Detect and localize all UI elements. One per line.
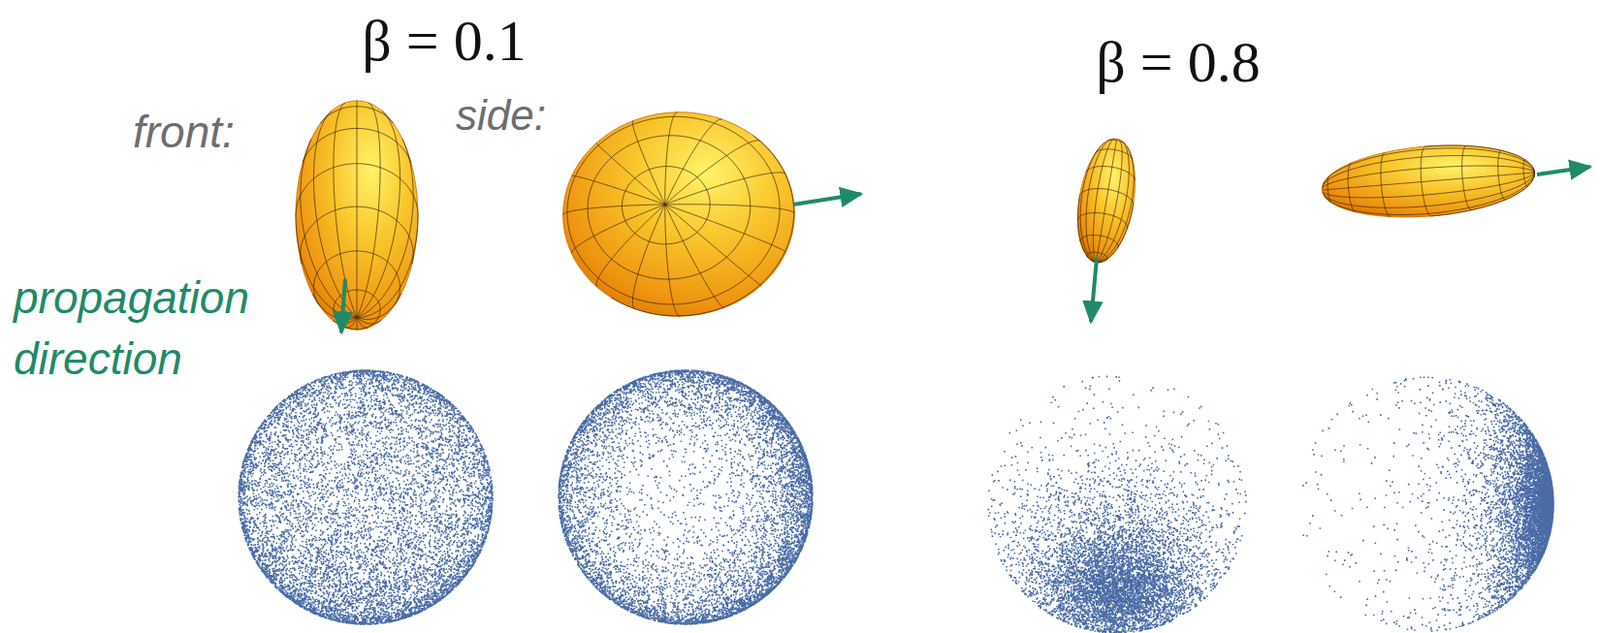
emission-lobe-front-fast xyxy=(1077,138,1135,263)
view-label: side: xyxy=(455,91,546,141)
legend-note: propagation direction xyxy=(13,267,305,391)
lobe-grid-line xyxy=(571,204,665,255)
lobe-grid-line xyxy=(1425,145,1535,173)
lobe-grid-line xyxy=(295,215,357,318)
lobe-grid-line xyxy=(1096,139,1123,262)
lobe-grid-line xyxy=(1086,139,1112,262)
lobe-grid-line xyxy=(313,288,319,306)
photon-scatter-front-slow xyxy=(237,369,494,626)
lobe-grid-line xyxy=(610,134,794,316)
photon-scatter-front-fast xyxy=(987,376,1247,633)
emission-lobe-side-slow xyxy=(563,112,796,318)
lobe-grid-line xyxy=(1080,142,1105,262)
propagation-arrow xyxy=(1536,166,1591,175)
lobe-grid-line xyxy=(312,293,357,320)
lobe-grid-line xyxy=(300,139,357,319)
lobe-grid-line xyxy=(356,215,418,318)
beta-value: β = 0.1 xyxy=(361,7,526,75)
lobe-grid-line xyxy=(1534,172,1536,178)
lobe-grid-line xyxy=(665,119,723,205)
lobe-surface xyxy=(1077,138,1135,263)
photon-scatter-side-fast xyxy=(1302,376,1555,632)
lobe-grid-line xyxy=(1322,172,1536,198)
propagation-arrow xyxy=(341,279,346,333)
photon-scatter-side-slow xyxy=(557,369,813,626)
lobe-grid-line xyxy=(1096,138,1118,261)
beta-value: β = 0.8 xyxy=(1095,29,1260,96)
lobe-grid-line xyxy=(572,175,666,205)
lobe-grid-line xyxy=(665,204,680,317)
lobe-grid-line xyxy=(356,317,368,328)
propagation-arrow xyxy=(793,193,862,205)
lobe-grid-line xyxy=(665,172,787,205)
lobe-grid-line xyxy=(665,204,725,309)
lobe-grid-line xyxy=(665,204,762,286)
lobe-grid-line xyxy=(596,143,666,205)
lobe-grid-line xyxy=(356,111,401,319)
lobe-grid-line xyxy=(356,139,414,319)
lobe-grid-line xyxy=(1321,172,1535,191)
lobe-grid-line xyxy=(567,116,780,305)
lobe-grid-line xyxy=(1096,140,1130,261)
lobe-surface xyxy=(295,100,418,330)
lobe-grid-line xyxy=(632,120,665,205)
lobe-grid-line xyxy=(1534,170,1536,173)
lobe-grid-line xyxy=(1431,172,1535,217)
lobe-grid-line xyxy=(1322,172,1535,208)
view-label: front: xyxy=(132,106,235,159)
lobe-grid-line xyxy=(1321,165,1535,190)
lobe-grid-line xyxy=(1322,148,1535,185)
lobe-grid-line xyxy=(563,204,666,216)
lobe-grid-line xyxy=(665,140,761,205)
lobe-grid-line xyxy=(1533,167,1535,173)
lobe-grid-line xyxy=(1092,138,1115,262)
lobe-grid-line xyxy=(1323,172,1535,216)
lobe-grid-line xyxy=(356,317,358,330)
lobe-grid-line xyxy=(356,100,358,319)
lobe-grid-line xyxy=(356,293,402,320)
lobe-grid-line xyxy=(596,204,666,288)
emission-lobe-side-fast xyxy=(1321,145,1535,218)
lobe-surface xyxy=(563,112,796,318)
lobe-grid-line xyxy=(587,135,751,280)
lobe-grid-line xyxy=(665,204,796,214)
lobe-grid-line xyxy=(632,204,665,310)
lobe-surface xyxy=(1321,145,1535,218)
lobe-grid-line xyxy=(665,204,787,253)
lobe-grid-line xyxy=(356,317,382,324)
lobe-grid-line xyxy=(1322,155,1536,188)
propagation-arrow xyxy=(1090,257,1097,322)
emission-lobe-front-slow xyxy=(295,100,418,330)
lobe-grid-line xyxy=(1096,146,1135,262)
lobe-grid-line xyxy=(1096,205,1134,262)
lobe-grid-line xyxy=(356,102,381,318)
